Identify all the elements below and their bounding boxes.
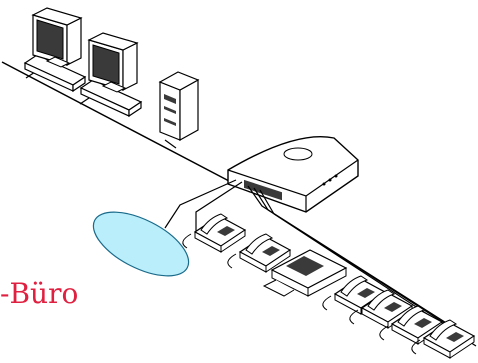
workstation-2-icon [81,33,141,116]
lan-drop-line-3 [165,140,176,148]
phone-1-icon [183,214,245,252]
router-icon [228,137,358,212]
cloud-icon [84,199,198,289]
server-tower-icon [160,72,198,140]
office-label: -Büro [0,280,78,308]
